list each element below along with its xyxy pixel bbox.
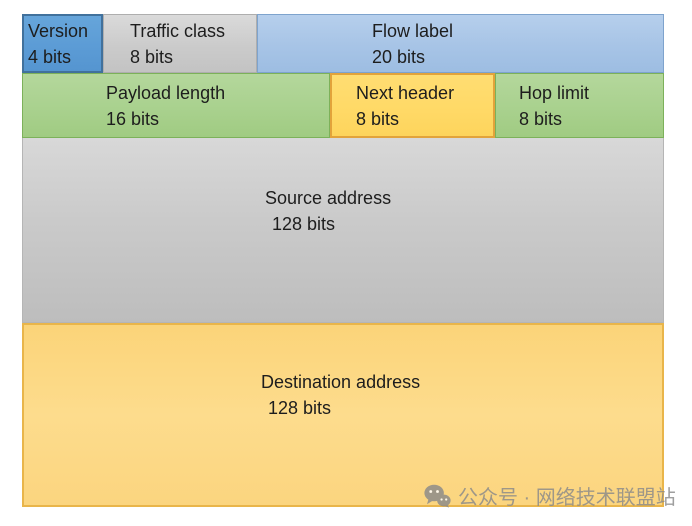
field-destination-address-bits: 128 bits [268, 398, 332, 418]
field-hop-limit: Hop limit 8 bits [495, 73, 664, 138]
field-next-header-bits: 8 bits [356, 108, 400, 129]
field-destination-address: Destination address 128 bits [22, 323, 664, 507]
watermark-text: 公众号 · 网络技术联盟站 [458, 487, 676, 509]
wechat-icon [424, 484, 451, 508]
field-source-address: Source address 128 bits [22, 138, 664, 323]
field-payload-length-bits: 16 bits [106, 108, 160, 129]
field-next-header: Next header 8 bits [330, 73, 495, 138]
field-hop-limit-bits: 8 bits [519, 108, 563, 129]
field-payload-length: Payload length 16 bits [22, 73, 330, 138]
field-source-address-label: Source address [265, 188, 392, 208]
field-version-label: Version [28, 20, 89, 41]
field-traffic-class-label: Traffic class [130, 20, 226, 41]
field-next-header-label: Next header [356, 82, 455, 103]
field-payload-length-label: Payload length [106, 82, 226, 103]
field-flow-label-bits: 20 bits [372, 46, 426, 67]
field-traffic-class-bits: 8 bits [130, 46, 174, 67]
field-version-bits: 4 bits [28, 46, 72, 67]
field-hop-limit-label: Hop limit [519, 82, 590, 103]
field-destination-address-label: Destination address [261, 372, 421, 392]
field-traffic-class: Traffic class 8 bits [103, 14, 257, 73]
field-flow-label: Flow label 20 bits [257, 14, 664, 73]
field-source-address-bits: 128 bits [272, 214, 336, 234]
watermark: 公众号 · 网络技术联盟站 [424, 481, 676, 510]
field-version: Version 4 bits [22, 14, 103, 73]
field-flow-label-label: Flow label [372, 20, 454, 41]
